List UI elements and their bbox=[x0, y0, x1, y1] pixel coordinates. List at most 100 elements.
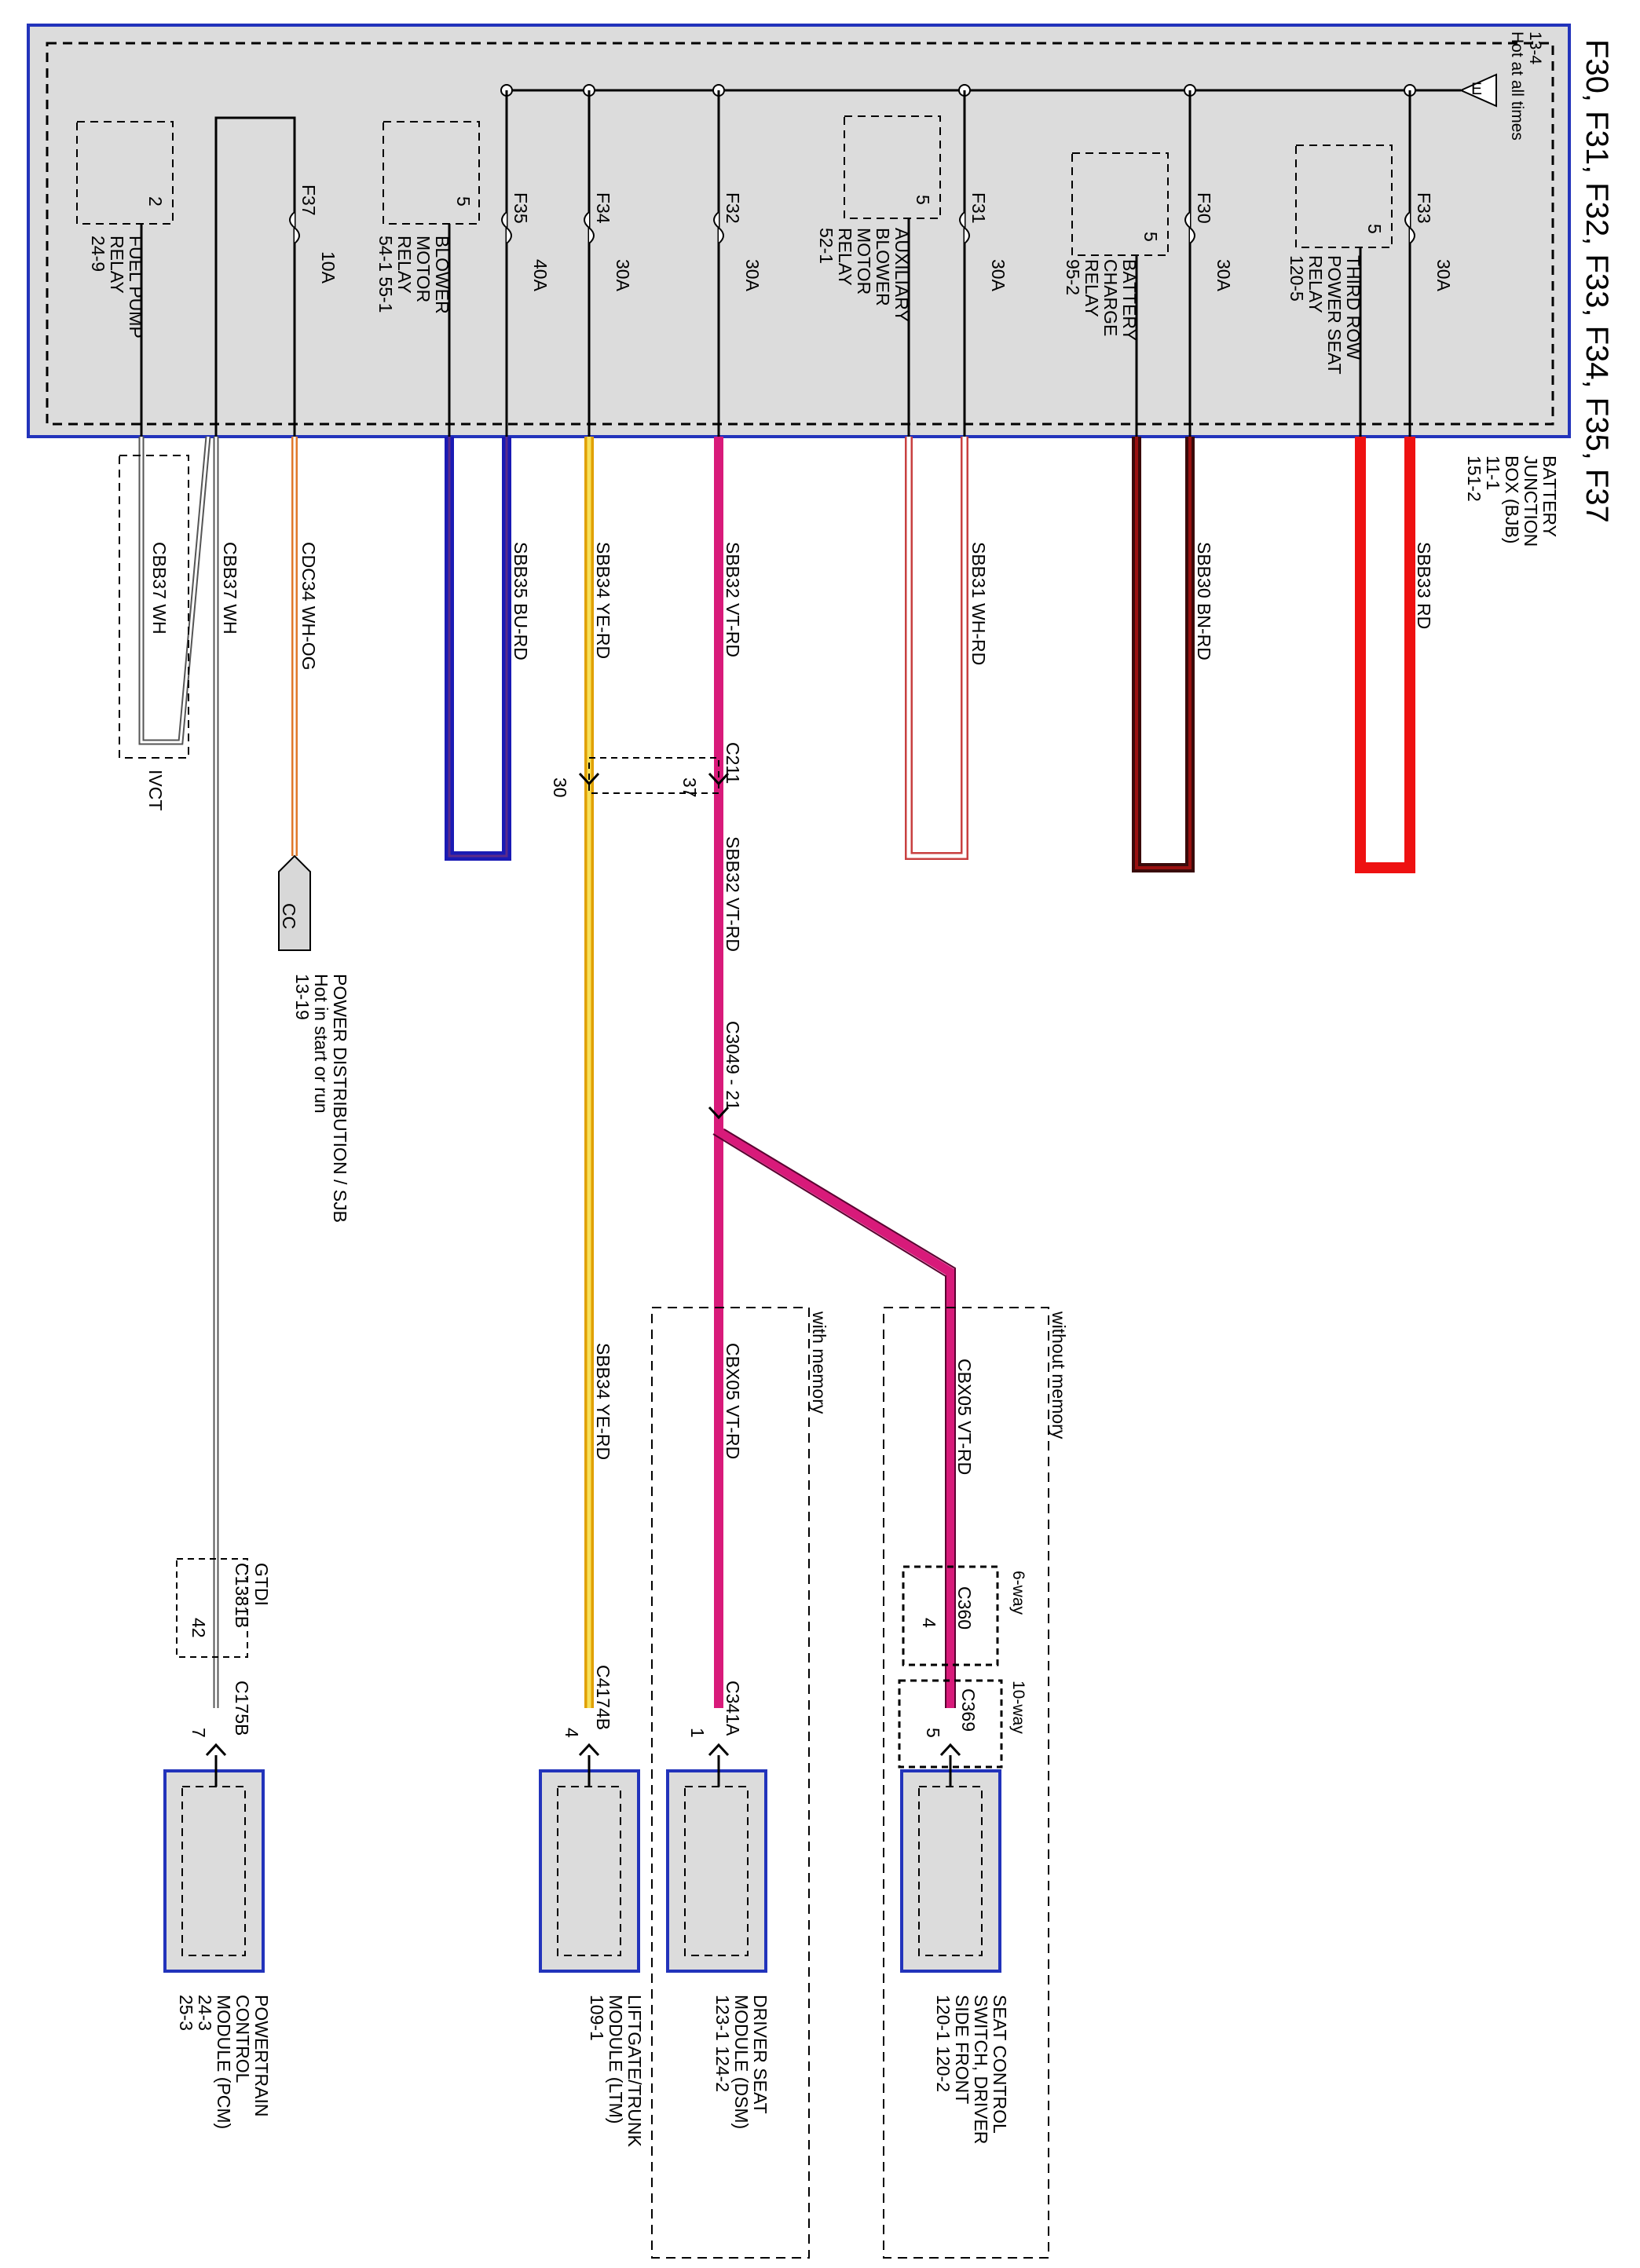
svg-text:6-way: 6-way bbox=[1009, 1571, 1027, 1615]
svg-text:F32: F32 bbox=[723, 192, 743, 224]
wire-sbb30-label: SBB30 BN-RD bbox=[1194, 542, 1214, 660]
wire-sbb30-loop bbox=[1132, 437, 1195, 872]
fuse-f35-label: F35 40A bbox=[511, 192, 551, 292]
relay-fuel-pump: 2 FUEL PUMP RELAY 24-9 bbox=[76, 121, 174, 437]
wire-sbb35-loop bbox=[445, 437, 511, 861]
svg-text:JUNCTION: JUNCTION bbox=[1521, 455, 1541, 547]
svg-text:BLOWER: BLOWER bbox=[873, 228, 893, 306]
c3049-connector: C3049 - 21 bbox=[708, 1021, 743, 1120]
fuse-f33-label: F33 30A bbox=[1414, 192, 1454, 292]
bjb-inner-dashed bbox=[46, 42, 1554, 426]
svg-text:without memory: without memory bbox=[1049, 1311, 1069, 1439]
svg-text:RELAY: RELAY bbox=[1082, 259, 1102, 317]
svg-text:CONTROL: CONTROL bbox=[232, 1995, 253, 2083]
wire-sbb31-label: SBB31 WH-RD bbox=[968, 542, 989, 665]
svg-text:1: 1 bbox=[687, 1728, 708, 1738]
svg-text:37: 37 bbox=[679, 777, 700, 798]
svg-text:POWERTRAIN: POWERTRAIN bbox=[251, 1995, 272, 2116]
svg-text:C4174B: C4174B bbox=[593, 1665, 613, 1730]
ivct-connector bbox=[119, 455, 189, 759]
c4174b-connector: C4174B 4 bbox=[562, 1665, 613, 1757]
svg-text:5: 5 bbox=[453, 196, 474, 207]
c175b-label: C175B bbox=[232, 1681, 252, 1736]
svg-text:SIDE FRONT: SIDE FRONT bbox=[952, 1995, 972, 2104]
svg-text:F30: F30 bbox=[1194, 192, 1214, 224]
bjb-label: BATTERY JUNCTION BOX (BJB) 11-1 151-2 bbox=[1464, 455, 1560, 547]
svg-text:GTDI: GTDI bbox=[251, 1563, 272, 1606]
svg-text:MODULE (PCM): MODULE (PCM) bbox=[214, 1995, 234, 2129]
wire-sbb34b-label: SBB34 YE-RD bbox=[593, 1343, 613, 1460]
svg-text:30A: 30A bbox=[1433, 259, 1454, 292]
svg-text:C341A: C341A bbox=[723, 1681, 743, 1736]
svg-text:F37: F37 bbox=[298, 185, 319, 216]
diagram-title: F30, F31, F32, F33, F34, F35, F37 bbox=[1580, 39, 1614, 523]
hot-label: Hot at all times bbox=[1508, 31, 1526, 141]
wire-cbb37-outer-label: CBB37 WH bbox=[220, 542, 240, 635]
fuse-symbols bbox=[289, 211, 1415, 244]
svg-text:SWITCH, DRIVER: SWITCH, DRIVER bbox=[971, 1995, 991, 2144]
relay-aux-blower-motor: 5 AUXILIARY BLOWER MOTOR RELAY 52-1 bbox=[816, 115, 941, 437]
svg-text:MODULE (DSM): MODULE (DSM) bbox=[731, 1995, 752, 2129]
c360-connector: 6-way C360 4 bbox=[902, 1565, 1027, 1666]
svg-text:11-1: 11-1 bbox=[1483, 455, 1503, 490]
svg-text:C369: C369 bbox=[958, 1688, 979, 1732]
relay-battery-charge: 5 BATTERY CHARGE RELAY 95-2 bbox=[1063, 152, 1169, 437]
svg-text:30A: 30A bbox=[613, 259, 633, 292]
svg-text:30A: 30A bbox=[988, 259, 1009, 292]
hot-at-all-times-bus: E Hot at all times 13-4 bbox=[500, 31, 1544, 141]
svg-text:BATTERY: BATTERY bbox=[1539, 455, 1560, 537]
svg-text:C3049 - 21: C3049 - 21 bbox=[723, 1021, 743, 1110]
svg-text:24-3: 24-3 bbox=[195, 1995, 215, 2031]
wire-sbb33-label: SBB33 RD bbox=[1414, 542, 1434, 629]
svg-text:BLOWER: BLOWER bbox=[432, 236, 452, 314]
svg-text:with memory: with memory bbox=[809, 1311, 829, 1414]
svg-text:POWER SEAT: POWER SEAT bbox=[1324, 255, 1345, 375]
hot-symbol: E bbox=[1471, 80, 1482, 98]
svg-text:123-1 124-2: 123-1 124-2 bbox=[712, 1995, 733, 2092]
svg-text:30A: 30A bbox=[742, 259, 763, 292]
svg-text:151-2: 151-2 bbox=[1464, 455, 1484, 502]
module-ltm: LIFTGATE/TRUNK MODULE (LTM) 109-1 bbox=[539, 1755, 645, 2147]
power-dist-label: POWER DISTRIBUTION / SJB Hot in start or… bbox=[292, 974, 350, 1223]
svg-text:109-1: 109-1 bbox=[587, 1995, 607, 2041]
battery-junction-box bbox=[27, 24, 1571, 438]
fuse-f32-label: F32 30A bbox=[723, 192, 763, 292]
svg-text:5: 5 bbox=[1140, 232, 1161, 242]
svg-text:CHARGE: CHARGE bbox=[1100, 259, 1121, 336]
svg-text:RELAY: RELAY bbox=[1305, 255, 1326, 313]
relay-blower-motor: 5 BLOWER MOTOR RELAY 54-1 55-1 bbox=[375, 121, 480, 437]
wire-sbb33-loop bbox=[1355, 437, 1415, 873]
fuse-f31-label: F31 30A bbox=[968, 192, 1009, 292]
svg-text:RELAY: RELAY bbox=[107, 236, 127, 294]
wire-sbb34-label: SBB34 YE-RD bbox=[593, 542, 613, 659]
svg-text:SEAT CONTROL: SEAT CONTROL bbox=[990, 1995, 1010, 2134]
svg-text:24-9: 24-9 bbox=[88, 236, 108, 272]
c175b-pin: 7 bbox=[189, 1728, 209, 1738]
svg-text:C360: C360 bbox=[954, 1586, 975, 1630]
svg-text:RELAY: RELAY bbox=[835, 228, 855, 286]
power-dist-symbol: CC bbox=[279, 903, 299, 929]
svg-text:F31: F31 bbox=[968, 192, 989, 224]
svg-text:4: 4 bbox=[919, 1618, 939, 1628]
svg-text:C1381B: C1381B bbox=[232, 1563, 252, 1628]
svg-text:POWER DISTRIBUTION / SJB: POWER DISTRIBUTION / SJB bbox=[330, 974, 350, 1223]
module-pcm: POWERTRAIN CONTROL MODULE (PCM) 24-3 25-… bbox=[163, 1755, 272, 2129]
wire-sbb32-label: SBB32 VT-RD bbox=[723, 542, 743, 657]
hot-ref: 13-4 bbox=[1526, 31, 1544, 64]
svg-text:40A: 40A bbox=[530, 259, 551, 292]
svg-text:BATTERY: BATTERY bbox=[1119, 259, 1140, 341]
wire-sbb32-cbx05 bbox=[714, 437, 955, 1708]
svg-text:54-1 55-1: 54-1 55-1 bbox=[375, 236, 396, 313]
svg-text:F35: F35 bbox=[511, 192, 531, 224]
svg-text:F33: F33 bbox=[1414, 192, 1434, 224]
svg-text:30: 30 bbox=[550, 777, 570, 798]
svg-text:AUXILIARY: AUXILIARY bbox=[891, 228, 912, 322]
svg-text:13-19: 13-19 bbox=[292, 974, 313, 1020]
wire-sbb32b-label: SBB32 VT-RD bbox=[723, 836, 743, 952]
variant-with-memory: with memory bbox=[651, 1307, 829, 2259]
wire-cbb37 bbox=[119, 436, 219, 1708]
relay-third-row-power-seat: 5 THIRD ROW POWER SEAT RELAY 120-5 bbox=[1287, 144, 1393, 437]
